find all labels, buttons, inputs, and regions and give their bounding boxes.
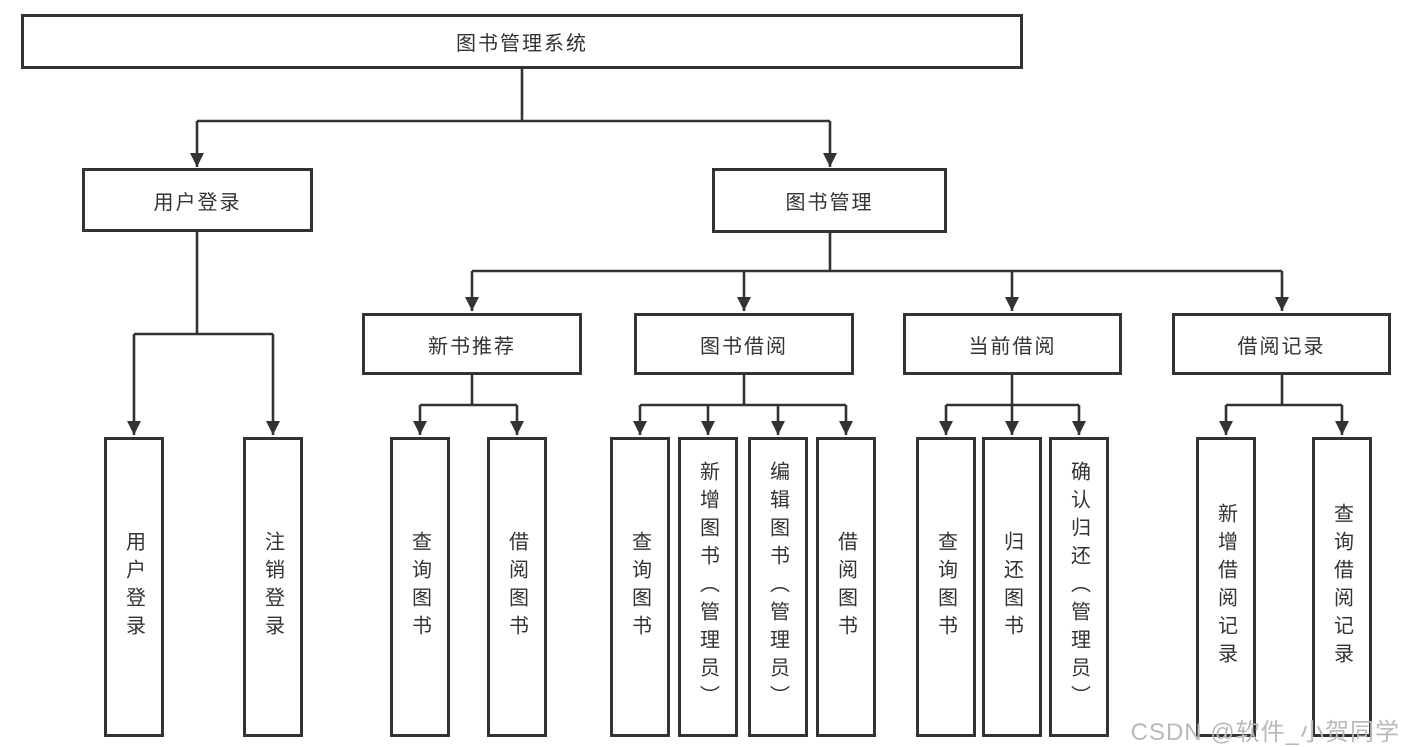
node-current-borrowing: 当前借阅 [903, 313, 1122, 375]
leaf-label: 新增借阅记录 [1214, 503, 1237, 671]
node-book-borrowing: 图书借阅 [634, 313, 854, 375]
node-label: 借阅记录 [1237, 335, 1326, 358]
leaf-query-books: 查询图书 [610, 437, 670, 737]
node-library-management-system: 图书管理系统 [21, 14, 1023, 69]
node-label: 图书借阅 [700, 335, 788, 358]
watermark-text: CSDN @软件_小贺同学 [1130, 719, 1400, 746]
leaf-label: 确认归还（管理员） [1067, 461, 1090, 713]
node-borrowing-records: 借阅记录 [1172, 313, 1391, 375]
leaf-label: 注销登录 [261, 531, 284, 643]
leaf-edit-book-admin: 编辑图书（管理员） [748, 437, 808, 737]
leaf-label: 新增图书（管理员） [696, 461, 719, 713]
leaf-label: 查询图书 [934, 531, 957, 643]
leaf-label: 借阅图书 [834, 531, 857, 643]
leaf-query-books: 查询图书 [390, 437, 450, 737]
leaf-add-borrow-record: 新增借阅记录 [1196, 437, 1256, 737]
leaf-return-books: 归还图书 [982, 437, 1042, 737]
leaf-label: 查询图书 [628, 531, 651, 643]
node-label: 图书管理系统 [456, 33, 588, 55]
node-new-book-recommendation: 新书推荐 [362, 313, 582, 375]
leaf-logout: 注销登录 [243, 437, 303, 737]
node-label: 新书推荐 [428, 335, 516, 358]
leaf-borrow-books: 借阅图书 [487, 437, 547, 737]
leaf-label: 借阅图书 [505, 531, 528, 643]
leaf-user-login: 用户登录 [104, 437, 164, 737]
leaf-borrow-books: 借阅图书 [816, 437, 876, 737]
leaf-query-books: 查询图书 [916, 437, 976, 737]
leaf-confirm-return-admin: 确认归还（管理员） [1049, 437, 1109, 737]
leaf-label: 编辑图书（管理员） [766, 461, 789, 713]
leaf-label: 用户登录 [122, 531, 145, 643]
leaf-query-borrow-record: 查询借阅记录 [1312, 437, 1372, 737]
leaf-label: 查询图书 [408, 531, 431, 643]
node-user-login: 用户登录 [82, 168, 313, 232]
node-label: 用户登录 [153, 191, 242, 214]
node-label: 当前借阅 [968, 335, 1057, 358]
leaf-add-book-admin: 新增图书（管理员） [678, 437, 738, 737]
node-label: 图书管理 [785, 192, 874, 214]
leaf-label: 查询借阅记录 [1330, 503, 1353, 671]
leaf-label: 归还图书 [1000, 531, 1023, 643]
node-book-management: 图书管理 [712, 168, 947, 233]
